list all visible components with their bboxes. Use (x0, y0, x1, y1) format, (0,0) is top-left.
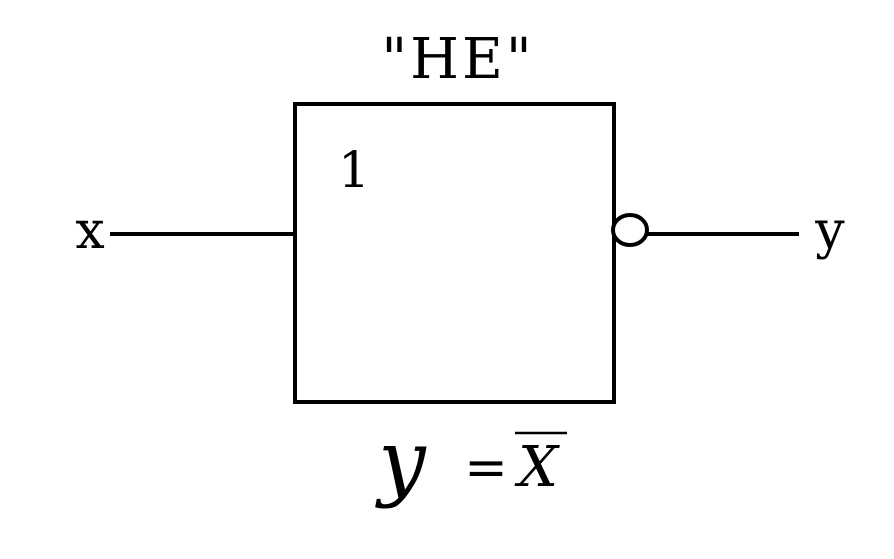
gate-symbol: 1 (338, 141, 370, 199)
inversion-bubble (611, 213, 649, 247)
formula: y = X (374, 412, 567, 510)
output-label: y (814, 201, 845, 261)
gate-title: "НЕ" (381, 27, 534, 92)
gate-body (293, 102, 616, 404)
formula-lhs: y (374, 412, 427, 510)
formula-rhs: X (514, 435, 560, 500)
input-label: x (75, 201, 104, 261)
formula-equals: = (464, 438, 508, 498)
